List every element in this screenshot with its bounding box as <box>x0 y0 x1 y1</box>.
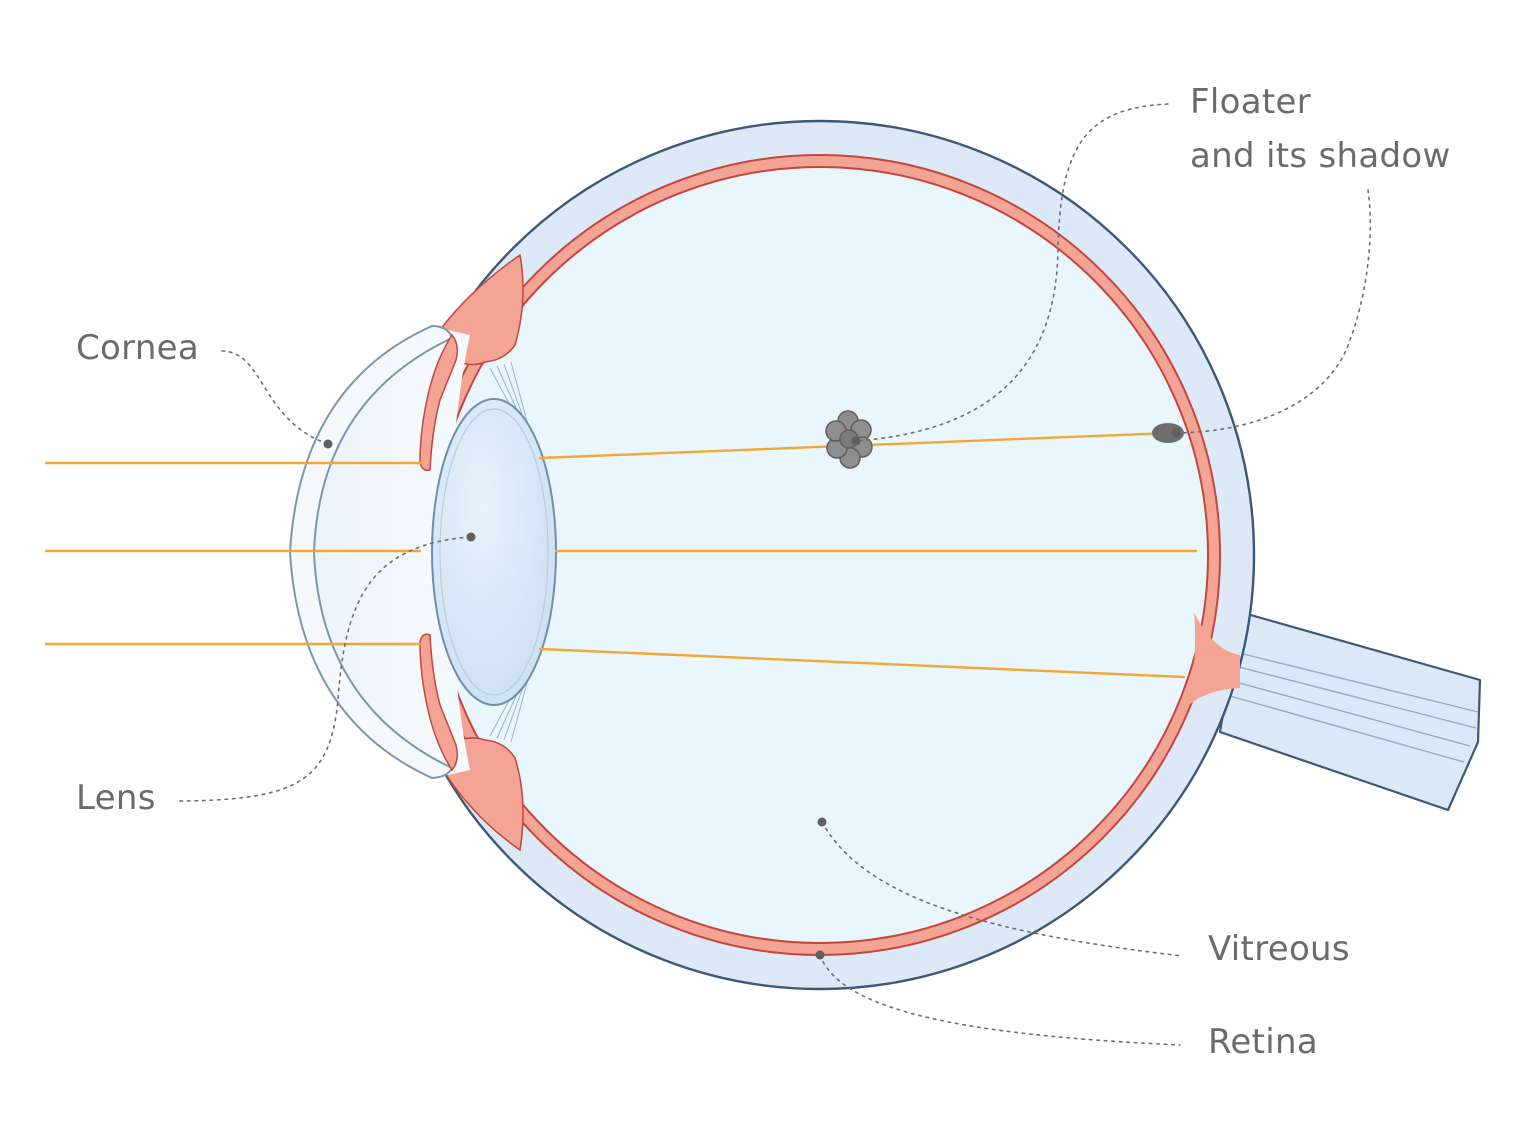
floater-label: Floater and its shadow <box>1190 76 1451 183</box>
retina-leader <box>819 954 1181 1046</box>
iris-upper <box>419 333 459 472</box>
floater-label-line2: and its shadow <box>1190 135 1451 176</box>
lens-label: Lens <box>76 778 156 818</box>
optic-nerve <box>1218 610 1482 812</box>
retina-label: Retina <box>1208 1022 1318 1062</box>
vitreous-label: Vitreous <box>1208 929 1350 969</box>
cornea-label: Cornea <box>76 328 200 368</box>
leader-lines <box>179 103 1372 1046</box>
cornea-leader <box>221 350 329 445</box>
lens-inner <box>439 408 549 696</box>
shadow-leader <box>1175 189 1372 434</box>
shadow-dot <box>1171 428 1181 438</box>
floater-label-line1: Floater <box>1190 82 1311 122</box>
cornea-dot <box>323 439 333 449</box>
floater <box>825 410 873 469</box>
iris-lower <box>419 633 459 772</box>
retina-dot <box>815 950 825 960</box>
lens <box>431 398 557 706</box>
vitreous-dot <box>817 817 827 827</box>
lens-leader <box>179 536 471 802</box>
floater-dot <box>851 436 861 446</box>
anchor-dots <box>323 428 1181 960</box>
lens-dot <box>466 532 476 542</box>
light-ray-lower <box>44 642 1186 679</box>
optic-disc <box>1188 612 1240 706</box>
vitreous-leader <box>821 821 1183 957</box>
floater-leader <box>855 103 1169 442</box>
floater-shadow <box>1152 423 1184 443</box>
